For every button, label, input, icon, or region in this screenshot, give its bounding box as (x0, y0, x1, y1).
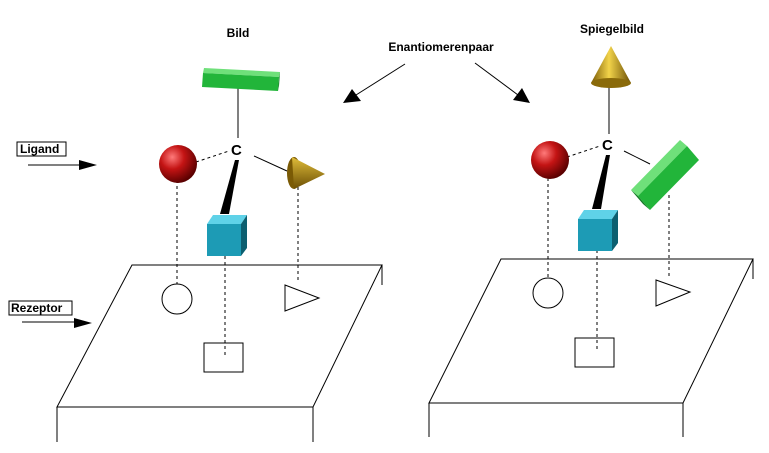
right-title: Spiegelbild (580, 22, 644, 36)
receptor-right-triangle-site (655, 279, 692, 307)
gold-cone-right (591, 46, 631, 88)
carbon-right: C (602, 137, 613, 154)
receptor-right-circle-site (532, 277, 564, 309)
pair-label: Enantiomerenpaar (388, 40, 494, 54)
ligand-label-box: Ligand (16, 141, 67, 157)
pair-arrow-right (474, 62, 530, 103)
receptor-left-square-site (203, 342, 244, 373)
receptor-right (428, 258, 754, 437)
teal-cube-right (578, 210, 618, 251)
receptor-left-circle-site (161, 283, 193, 315)
receptor-right-square-site (574, 337, 615, 368)
ligand-label: Ligand (20, 142, 59, 156)
receptor-label: Rezeptor (11, 301, 63, 315)
receptor-left (56, 264, 383, 442)
wedge-bond-right (592, 155, 610, 209)
gold-cone-left (287, 157, 325, 189)
wedge-bond-left (220, 160, 239, 214)
receptor-left-triangle-site (284, 284, 321, 312)
green-prism-left (202, 68, 280, 91)
carbon-left: C (231, 142, 242, 159)
receptor-arrow (22, 318, 92, 328)
receptor-right-surface (428, 258, 754, 404)
red-sphere-left (159, 145, 197, 183)
ligand-right: C (531, 46, 699, 352)
receptor-label-box: Rezeptor (8, 300, 73, 316)
green-prism-right (631, 140, 699, 210)
red-sphere-right (531, 141, 569, 179)
ligand-arrow (28, 160, 97, 170)
pair-arrow-left (343, 63, 406, 103)
ligand-left: C (159, 68, 325, 357)
receptor-left-surface (56, 264, 383, 408)
teal-cube-left (207, 215, 247, 256)
left-title: Bild (227, 26, 250, 40)
